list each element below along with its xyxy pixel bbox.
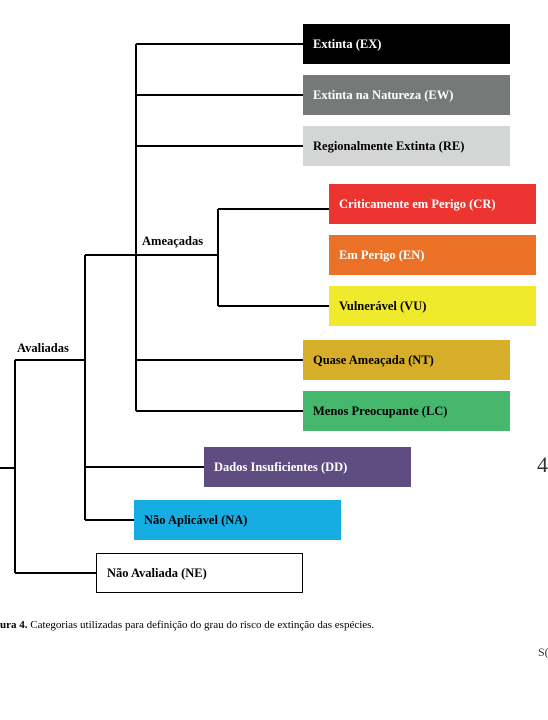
category-ew: Extinta na Natureza (EW) <box>303 75 510 115</box>
category-nt-label: Quase Ameaçada (NT) <box>313 352 434 367</box>
category-vu: Vulnerável (VU) <box>329 286 536 326</box>
cropped-edge-text: S( <box>538 645 548 659</box>
category-ex: Extinta (EX) <box>303 24 510 64</box>
figure-caption-text: Categorias utilizadas para definição do … <box>27 619 375 631</box>
figure-caption: ura 4. Categorias utilizadas para defini… <box>0 619 374 631</box>
category-ex-label: Extinta (EX) <box>313 36 382 51</box>
category-ne: Não Avaliada (NE) <box>96 553 303 593</box>
category-ne-label: Não Avaliada (NE) <box>107 565 207 580</box>
category-re-label: Regionalmente Extinta (RE) <box>313 138 465 153</box>
category-re: Regionalmente Extinta (RE) <box>303 126 510 166</box>
category-cr: Criticamente em Perigo (CR) <box>329 184 536 224</box>
category-en-label: Em Perigo (EN) <box>339 247 425 262</box>
group-label-avaliadas: Avaliadas <box>17 341 69 355</box>
category-nt: Quase Ameaçada (NT) <box>303 340 510 380</box>
figure-caption-prefix: ura 4. <box>0 619 28 631</box>
category-ew-label: Extinta na Natureza (EW) <box>313 87 454 102</box>
category-na-label: Não Aplicável (NA) <box>144 512 248 527</box>
tree-connectors <box>0 43 329 574</box>
group-label-ameacadas: Ameaçadas <box>142 234 204 248</box>
category-cr-label: Criticamente em Perigo (CR) <box>339 196 496 211</box>
category-dd: Dados Insuficientes (DD) <box>204 447 411 487</box>
category-na: Não Aplicável (NA) <box>134 500 341 540</box>
category-vu-label: Vulnerável (VU) <box>339 298 427 313</box>
category-lc-label: Menos Preocupante (LC) <box>313 403 448 418</box>
category-dd-label: Dados Insuficientes (DD) <box>214 459 348 474</box>
category-lc: Menos Preocupante (LC) <box>303 391 510 431</box>
cropped-edge-numeral: 4 <box>537 452 548 477</box>
category-en: Em Perigo (EN) <box>329 235 536 275</box>
